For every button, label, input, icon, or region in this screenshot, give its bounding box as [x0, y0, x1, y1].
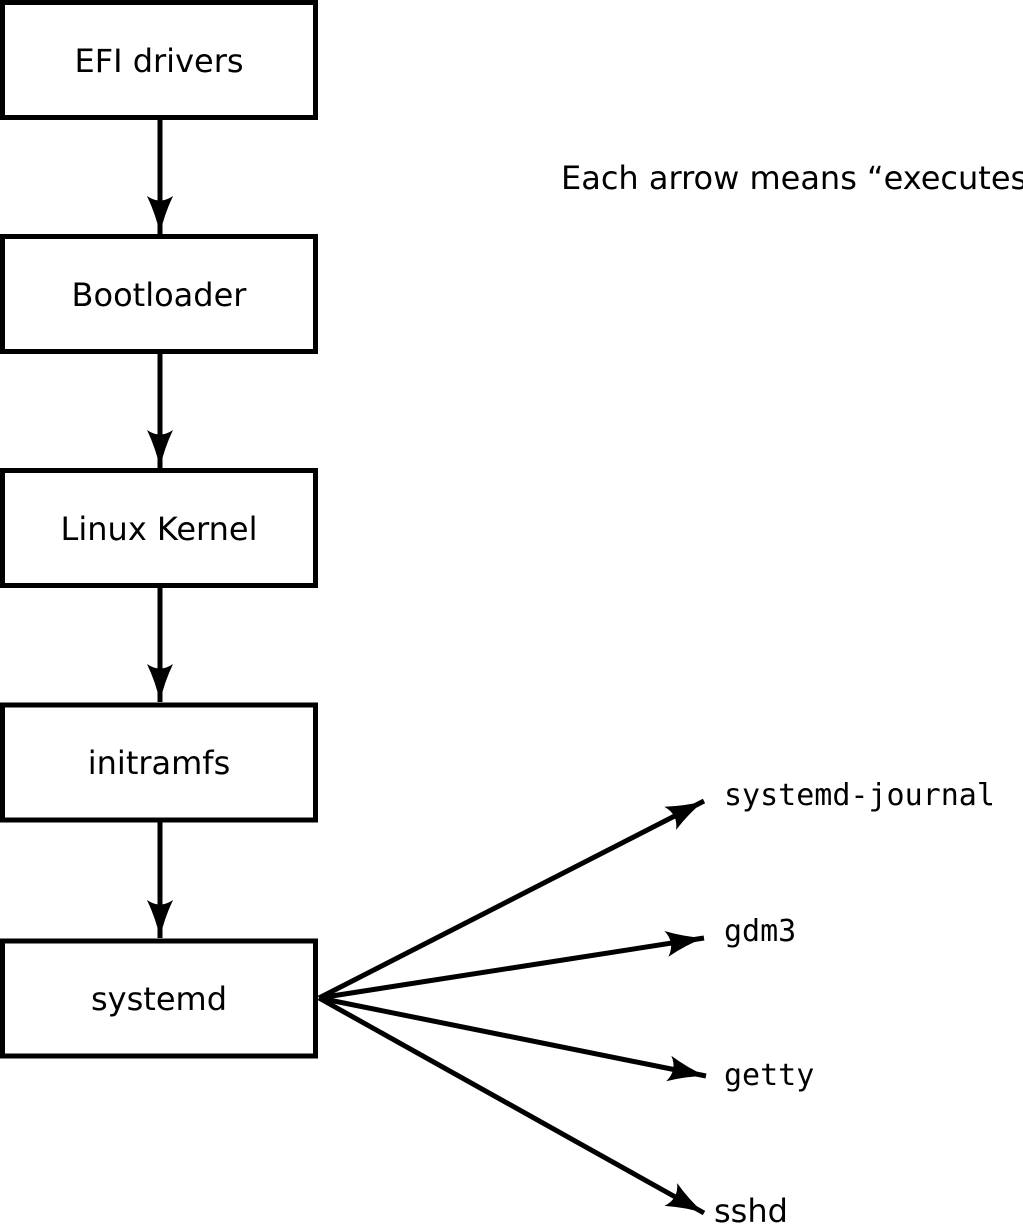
node-efi-drivers-label: EFI drivers [74, 42, 243, 80]
arrow-systemd-to-getty [318, 995, 707, 1082]
arrow-systemd-to-sshd [317, 995, 706, 1216]
label-systemd-journal: systemd-journal [724, 778, 995, 813]
node-initramfs-label: initramfs [88, 744, 230, 782]
node-systemd-box [0, 938, 318, 1059]
node-linux-kernel-label: Linux Kernel [61, 510, 258, 548]
node-bootloader: Bootloader [0, 234, 318, 354]
node-systemd: systemd [0, 938, 318, 1059]
node-efi-drivers-box [0, 0, 318, 120]
node-bootloader-box [0, 234, 318, 354]
node-linux-kernel: Linux Kernel [0, 468, 318, 588]
label-gdm3: gdm3 [724, 914, 796, 949]
node-initramfs: initramfs [0, 702, 318, 823]
node-efi-drivers: EFI drivers [0, 0, 318, 120]
label-sshd: sshd [714, 1192, 788, 1230]
node-systemd-label: systemd [91, 980, 227, 1018]
node-initramfs-box [0, 702, 318, 823]
arrow-systemd-to-systemd-journal [317, 798, 706, 1001]
annotation-arrow-meaning: Each arrow means “executes”. [561, 159, 1023, 197]
node-bootloader-label: Bootloader [72, 276, 248, 314]
node-linux-kernel-box [0, 468, 318, 588]
arrow-systemd-to-gdm3 [318, 931, 705, 1001]
label-getty: getty [724, 1058, 814, 1093]
